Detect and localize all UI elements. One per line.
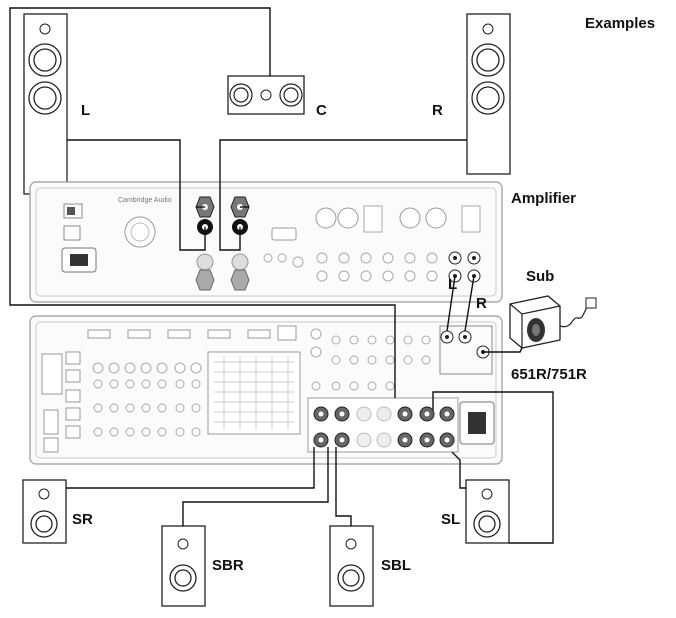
speaker-surround-back-right [161,525,206,607]
surround-right-label: SR [72,511,93,528]
front-right-label: R [432,102,443,119]
center-label: C [316,102,327,119]
speaker-surround-back-left [329,525,374,607]
speaker-center [227,75,305,115]
subwoofer-label: Sub [526,268,555,285]
speaker-front-left [23,13,68,195]
amplifier-unit: Cambridge Audio [29,181,503,303]
cables [9,7,554,544]
examples-label: Examples [585,15,656,32]
receiver-label: 651R/751R [511,366,587,383]
svg-text:Cambridge Audio: Cambridge Audio [118,197,172,204]
amplifier-label: Amplifier [511,190,577,207]
surround-back-left-label: SBL [381,557,411,574]
amplifier-right-input-label: R [476,295,487,312]
speaker-front-right [466,13,511,175]
surround-back-right-label: SBR [212,557,244,574]
surround-left-label: SL [441,511,461,528]
front-left-label: L [81,102,91,119]
receiver-unit [29,315,503,465]
speaker-surround-left [465,479,510,544]
speaker-surround-right [22,479,67,544]
amplifier-left-input-label: L [448,276,458,293]
subwoofer [509,295,597,349]
